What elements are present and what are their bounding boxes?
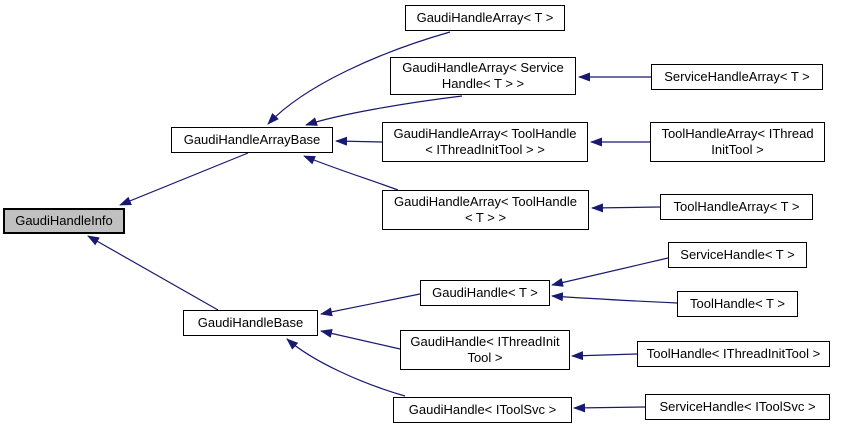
inheritance-edge-gaudi-handle-array-base-to-gaudi-handle-info	[119, 152, 249, 206]
inheritance-edge-gaudi-handle-t-to-gaudi-handle-base	[320, 293, 421, 317]
class-node-service-handle-itoolsvc[interactable]: ServiceHandle< IToolSvc >	[645, 394, 830, 420]
class-node-gaudi-handle-array-tool-handle-t[interactable]: GaudiHandleArray< ToolHandle < T > >	[382, 190, 589, 230]
class-node-gaudi-handle-itoolsvc[interactable]: GaudiHandle< IToolSvc >	[393, 397, 572, 423]
class-node-gaudi-handle-array-tool-handle-ithreadinittool[interactable]: GaudiHandleArray< ToolHandle < IThreadIn…	[382, 122, 588, 162]
class-node-gaudi-handle-t[interactable]: GaudiHandle< T >	[420, 280, 550, 306]
inheritance-edge-service-handle-t-to-gaudi-handle-t	[551, 257, 669, 287]
inheritance-edge-tool-handle-array-t-to-gaudi-handle-array-tool-handle-t	[591, 203, 661, 213]
class-node-gaudi-handle-ithreadinit-tool[interactable]: GaudiHandle< IThreadInit Tool >	[400, 330, 570, 370]
class-node-gaudi-handle-array-service-handle-t[interactable]: GaudiHandleArray< Service Handle< T > >	[390, 57, 576, 95]
inheritance-edge-gaudi-handle-base-to-gaudi-handle-info	[87, 235, 219, 311]
inheritance-edge-gaudi-handle-itoolsvc-to-gaudi-handle-base	[286, 338, 406, 397]
class-node-tool-handle-array-t[interactable]: ToolHandleArray< T >	[660, 194, 813, 220]
class-node-service-handle-array-t[interactable]: ServiceHandleArray< T >	[651, 64, 823, 90]
class-node-tool-handle-ithreadinittool[interactable]: ToolHandle< IThreadInitTool >	[637, 341, 830, 367]
class-node-gaudi-handle-base[interactable]: GaudiHandleBase	[183, 310, 318, 336]
class-node-gaudi-handle-info[interactable]: GaudiHandleInfo	[3, 208, 125, 234]
inheritance-edge-tool-handle-t-to-gaudi-handle-t	[551, 292, 678, 304]
inheritance-edge-gaudi-handle-array-service-handle-t-to-gaudi-handle-array-base	[305, 95, 463, 126]
inheritance-edge-gaudi-handle-array-tool-handle-ithreadinittool-to-gaudi-handle-array-base	[335, 136, 383, 146]
inheritance-edge-gaudi-handle-ithreadinit-tool-to-gaudi-handle-base	[320, 329, 401, 350]
class-node-gaudi-handle-array-t[interactable]: GaudiHandleArray< T >	[405, 5, 565, 31]
inheritance-edge-service-handle-itoolsvc-to-gaudi-handle-itoolsvc	[573, 403, 646, 413]
class-node-service-handle-t[interactable]: ServiceHandle< T >	[668, 242, 807, 268]
class-node-gaudi-handle-array-base[interactable]: GaudiHandleArrayBase	[171, 127, 333, 153]
inheritance-edge-tool-handle-ithreadinittool-to-gaudi-handle-ithreadinit-tool	[571, 351, 638, 361]
class-node-tool-handle-array-ithreadinittool[interactable]: ToolHandleArray< IThread InitTool >	[650, 122, 825, 162]
class-node-tool-handle-t[interactable]: ToolHandle< T >	[677, 291, 798, 317]
